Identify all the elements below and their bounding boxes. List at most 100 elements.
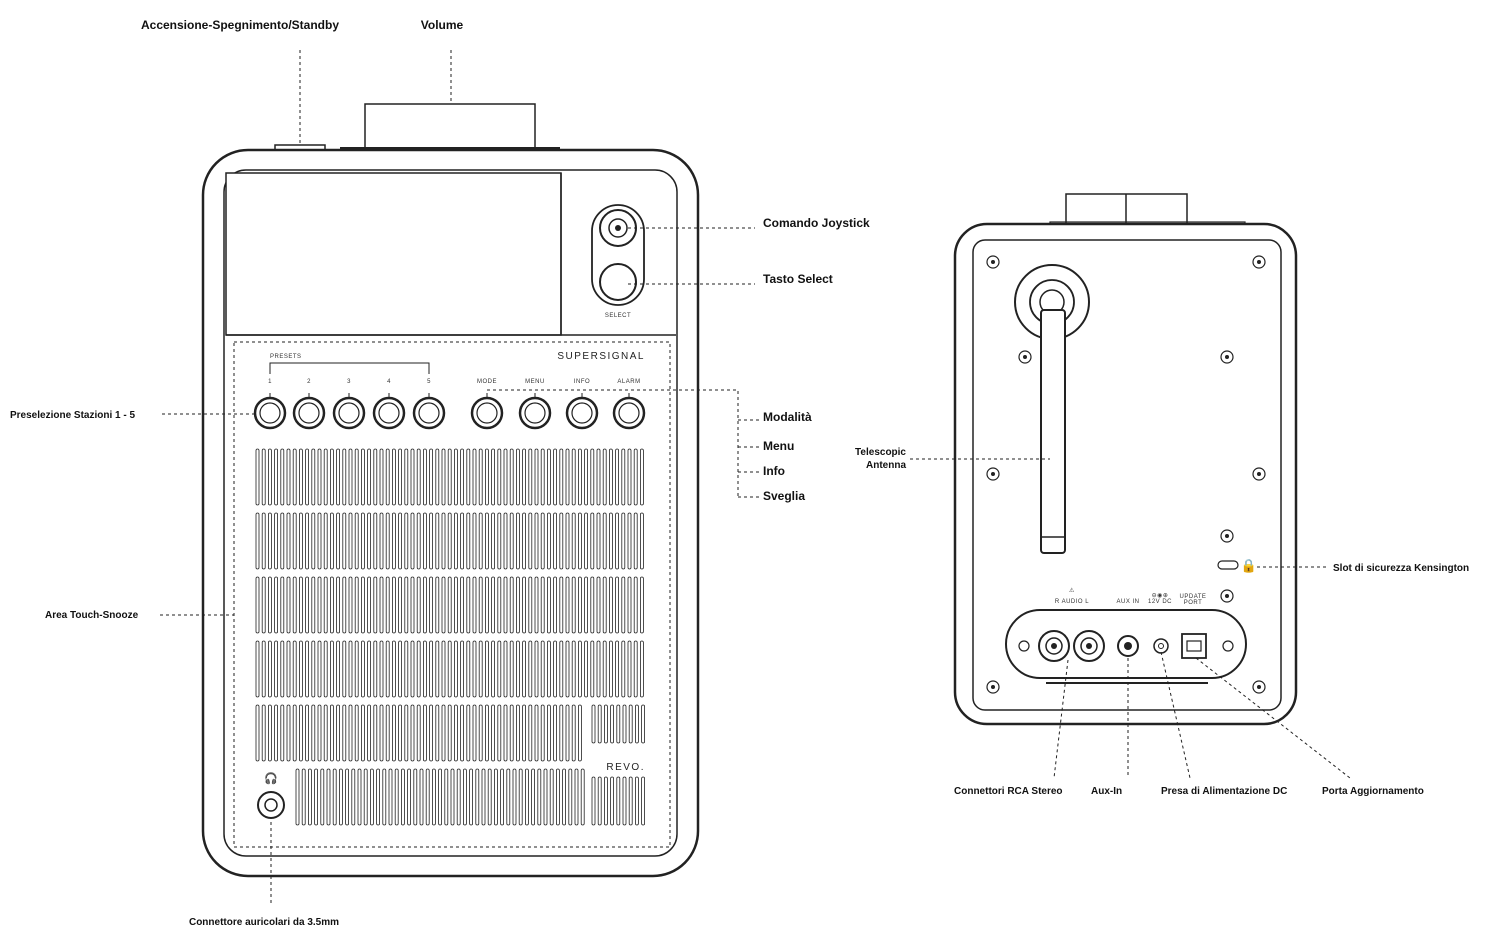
grille-slot	[379, 448, 384, 506]
grille-slot	[286, 640, 291, 698]
grille-slot	[578, 704, 582, 762]
grille-slot	[591, 776, 596, 826]
grille-slot	[298, 704, 303, 762]
grille-slot	[571, 576, 576, 634]
preset-buttons	[253, 393, 446, 430]
grille-slot	[559, 704, 564, 762]
grille-slot	[261, 448, 266, 506]
grille-slot	[478, 512, 483, 570]
grille-slot	[478, 448, 483, 506]
grille-slot	[267, 640, 272, 698]
grille-slot	[280, 512, 285, 570]
preset-number-4: 4	[387, 379, 391, 385]
grille-slot	[462, 768, 467, 826]
select-button	[599, 263, 637, 301]
grille-slot	[472, 704, 477, 762]
lock-icon: 🔒	[1241, 558, 1257, 573]
grille-slot	[385, 704, 390, 762]
grille-slot	[522, 704, 526, 762]
screw-icon	[1252, 467, 1266, 481]
grille-slot	[435, 576, 440, 634]
grille-slot	[534, 704, 539, 762]
grille-slot	[441, 448, 446, 506]
grille-slot	[332, 768, 337, 826]
grille-slot	[379, 512, 384, 570]
grille-slot	[307, 768, 312, 826]
grille-slot	[385, 576, 390, 634]
grille-slot	[295, 768, 300, 826]
grille-slot	[453, 640, 458, 698]
grille-slot	[578, 448, 582, 506]
grille-slot	[317, 576, 322, 634]
screw-icon	[1220, 350, 1234, 364]
grille-slot	[497, 448, 502, 506]
grille-slot	[376, 768, 381, 826]
grille-slot	[472, 512, 477, 570]
grille-slot	[460, 512, 465, 570]
grille-slot	[323, 640, 328, 698]
grille-slot	[298, 512, 303, 570]
grille-slot	[484, 640, 489, 698]
grille-slot	[528, 640, 533, 698]
grille-slot	[261, 576, 266, 634]
grille-slot	[460, 640, 465, 698]
grille-slot	[305, 448, 310, 506]
grille-slot	[348, 448, 353, 506]
grille-slot	[497, 704, 502, 762]
grille-slot	[621, 512, 626, 570]
grille-slot	[435, 512, 440, 570]
grille-slot	[491, 448, 496, 506]
grille-slot	[323, 448, 328, 506]
brand-top: SUPERSIGNAL	[557, 351, 645, 362]
callout-dc: Presa di Alimentazione DC	[1161, 786, 1287, 797]
grille-slot	[435, 448, 440, 506]
grille-slot	[416, 448, 421, 506]
grille-slot	[373, 704, 378, 762]
grille-slot	[472, 448, 477, 506]
presets-label: PRESETS	[270, 354, 302, 360]
grille-slot	[609, 640, 613, 698]
grille-slot	[292, 512, 297, 570]
front-leaders	[160, 50, 760, 905]
grille-slot	[559, 576, 564, 634]
grille-slot	[633, 640, 638, 698]
screw-icon	[986, 255, 1000, 269]
grille-slot	[298, 448, 303, 506]
grille-slot	[484, 576, 489, 634]
grille-slot	[553, 640, 557, 698]
grille-slot	[404, 512, 409, 570]
grille-slot	[584, 640, 588, 698]
callout-snooze: Area Touch-Snooze	[45, 610, 139, 621]
grille-slot	[590, 576, 595, 634]
grille-slot	[615, 576, 619, 634]
grille-slot	[602, 576, 607, 634]
screw-icon	[986, 467, 1000, 481]
grille-slot	[534, 576, 539, 634]
select-label: SELECT	[605, 313, 631, 319]
telescopic-antenna	[1040, 309, 1066, 554]
grille-slot	[329, 640, 334, 698]
grille-slot	[367, 512, 372, 570]
grille-slot	[301, 768, 306, 826]
grille-slot	[503, 448, 508, 506]
grille-slot	[416, 512, 421, 570]
grille-slot	[472, 576, 477, 634]
grille-slot	[336, 576, 341, 634]
grille-slot	[305, 640, 310, 698]
screw-icon	[1018, 350, 1032, 364]
grille-slot	[255, 640, 260, 698]
grille-slot	[373, 576, 378, 634]
grille-slot	[627, 576, 632, 634]
grille-slot	[571, 448, 576, 506]
grille-slot	[385, 640, 390, 698]
grille-slot	[616, 704, 621, 744]
grille-slot	[627, 448, 632, 506]
preset-button-1	[253, 393, 287, 430]
screw-icon	[1252, 680, 1266, 694]
preset-number-5: 5	[427, 379, 431, 385]
grille-slot	[311, 576, 316, 634]
grille-slot	[360, 512, 365, 570]
grille-slot	[292, 448, 297, 506]
grille-slot	[633, 448, 638, 506]
grille-slot	[398, 640, 403, 698]
